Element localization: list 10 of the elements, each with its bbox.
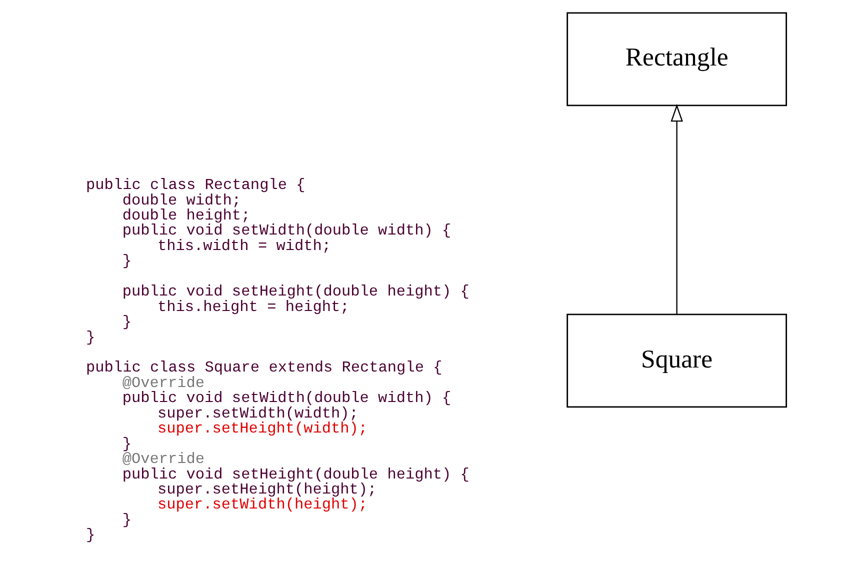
label: super.setHeight(width);	[156, 420, 368, 438]
arrow	[670, 104, 682, 314]
label: }	[122, 313, 131, 332]
label: }	[86, 328, 95, 346]
node-box: Square	[566, 314, 787, 408]
label: }	[122, 510, 131, 529]
label: }	[122, 252, 131, 270]
node-box: Rectangle	[566, 12, 787, 106]
label: }	[86, 526, 95, 544]
label: }	[122, 434, 131, 453]
